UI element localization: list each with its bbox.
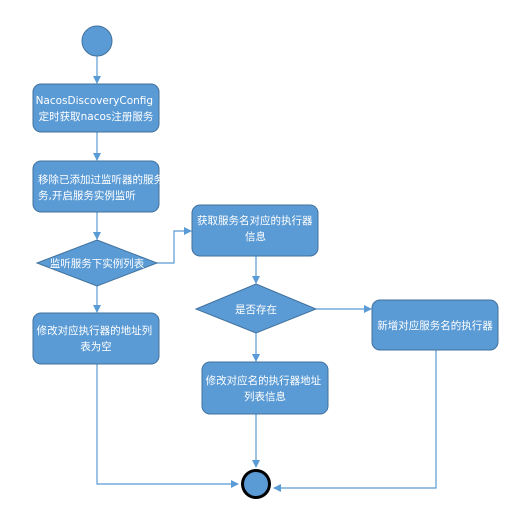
edge-listen-to-get-executor [157, 227, 192, 264]
node-exists-label: 是否存在 [235, 303, 277, 316]
start-node [81, 25, 113, 57]
edge-add-executor-to-end [273, 350, 437, 492]
node-remove-listeners-line-2: 务,开启服务实例监听 [38, 189, 136, 202]
node-modify-empty: 修改对应执行器的地址列 表为空 [32, 312, 160, 365]
node-get-executor: 获取服务名对应的执行器 信息 [191, 204, 319, 257]
node-get-executor-line-1: 获取服务名对应的执行器 [197, 214, 313, 227]
end-node [241, 469, 271, 499]
node-modify-empty-line-1: 修改对应执行器的地址列 [37, 324, 153, 337]
node-remove-listeners: 移除已添加过监听器的服务 务,开启服务实例监听 [32, 160, 167, 213]
connectors [93, 56, 437, 492]
svg-text:修改对应执行器的地址列 表为空: 修改对应执行器的地址列 表为空 [37, 324, 156, 353]
edge-modify-empty-to-end [96, 364, 239, 488]
node-config-fetch-line-2: 定时获取nacos注册服务 [39, 110, 154, 123]
node-modify-list-line-1: 修改对应名的执行器地址 [206, 374, 322, 387]
node-listen-instances-label: 监听服务下实例列表 [50, 257, 145, 270]
svg-text:NacosDiscoveryConfig 定时获: NacosDiscoveryConfig 定时获取nacos注册服务 [36, 95, 157, 123]
node-add-executor-label: 新增对应服务名的执行器 [377, 319, 493, 332]
svg-text:移除已添加过监听器的服务 务,开启服务实例监听: 移除已添加过监听器的服务 务,开启服务实例监听 [38, 173, 167, 202]
node-modify-list: 修改对应名的执行器地址 列表信息 [201, 361, 329, 415]
node-modify-list-line-2: 列表信息 [244, 390, 286, 403]
svg-text:获取服务名对应的执行器 信息: 获取服务名对应的执行器 信息 [197, 214, 316, 243]
node-exists: 是否存在 [194, 283, 318, 334]
node-config-fetch: NacosDiscoveryConfig 定时获取nacos注册服务 [32, 83, 160, 133]
node-modify-empty-line-2: 表为空 [80, 340, 112, 353]
node-get-executor-line-2: 信息 [245, 230, 266, 243]
node-config-fetch-line-1: NacosDiscoveryConfig [36, 95, 154, 107]
node-listen-instances: 监听服务下实例列表 [35, 239, 159, 287]
node-add-executor: 新增对应服务名的执行器 [371, 299, 499, 351]
node-remove-listeners-line-1: 移除已添加过监听器的服务 [38, 173, 164, 186]
svg-text:修改对应名的执行器地址 列表信息: 修改对应名的执行器地址 列表信息 [206, 374, 325, 403]
